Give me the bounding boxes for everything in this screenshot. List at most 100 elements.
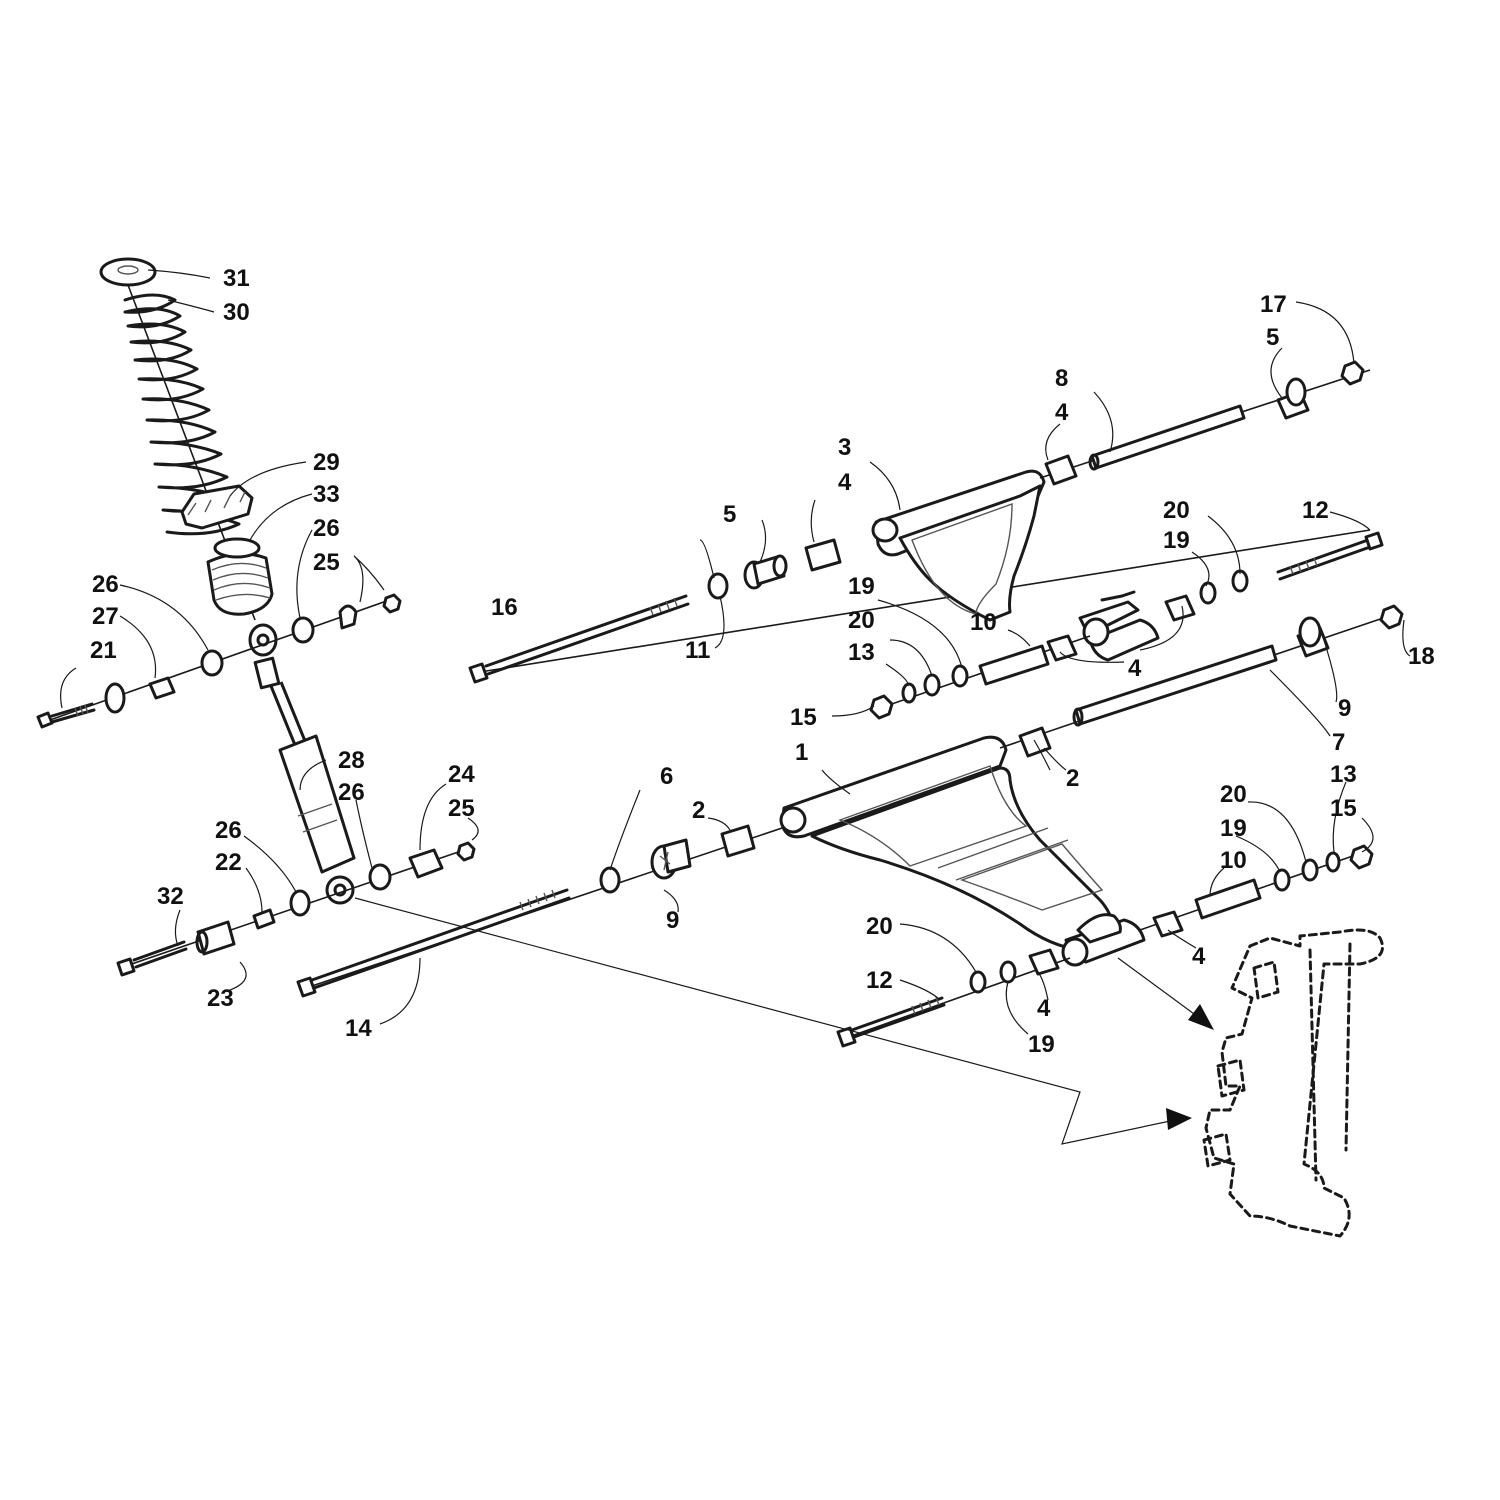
callout-26: 26 [338, 779, 365, 806]
washer-part-20-lower [1301, 858, 1319, 882]
upper-a-arm-part-3 [871, 469, 1160, 662]
callout-7: 7 [1332, 729, 1345, 756]
callout-23: 23 [207, 985, 234, 1012]
callout-9: 9 [666, 907, 679, 934]
callout-25: 25 [313, 549, 340, 576]
callout-labels: 31 30 29 33 26 25 26 27 21 16 11 5 4 3 4… [90, 265, 1435, 1058]
spring-cap-part-31 [99, 257, 157, 287]
washer-part-19-front [999, 960, 1017, 984]
callout-20: 20 [1163, 497, 1190, 524]
lower-a-arm-part-1 [779, 735, 1146, 967]
callout-20: 20 [1220, 781, 1247, 808]
nut-part-18 [1379, 604, 1404, 630]
callout-31: 31 [223, 265, 250, 292]
callout-14: 14 [345, 1015, 372, 1042]
long-bolt-part-16 [468, 594, 690, 684]
nut-part-15-lower [1349, 844, 1374, 870]
callout-32: 32 [157, 883, 184, 910]
callout-22: 22 [215, 849, 242, 876]
callout-17: 17 [1260, 291, 1287, 318]
callout-19: 19 [1163, 527, 1190, 554]
upper-a-arm-assembly [468, 360, 1384, 720]
callout-19: 19 [1220, 815, 1247, 842]
threaded-collar-part-33 [206, 537, 274, 616]
callout-15: 15 [790, 704, 817, 731]
washer-part-13-lower [1325, 851, 1341, 873]
sleeve-part-10-upper [978, 644, 1050, 686]
callout-4: 4 [1055, 399, 1069, 426]
bushing-part-4-rear [1152, 910, 1184, 938]
bushing-part-4-front [1028, 948, 1060, 976]
bushing-part-4 [804, 538, 842, 572]
flanged-bushing-part-5 [743, 554, 788, 590]
callout-19: 19 [1028, 1031, 1055, 1058]
sleeve-part-10-lower [1194, 878, 1262, 920]
shock-assembly [36, 257, 476, 977]
callout-33: 33 [313, 481, 340, 508]
spring-adjuster-part-29 [180, 484, 254, 530]
callout-19: 19 [848, 573, 875, 600]
upper-shock-hardware [36, 593, 402, 729]
callout-10: 10 [1220, 847, 1247, 874]
callout-6: 6 [660, 763, 673, 790]
callout-27: 27 [92, 603, 119, 630]
leader-lines [60, 269, 1411, 1035]
washer-part-19-upper [951, 664, 969, 688]
shock-absorber-part-28 [248, 623, 356, 905]
callout-18: 18 [1408, 643, 1435, 670]
callout-20: 20 [866, 913, 893, 940]
callout-26: 26 [92, 571, 119, 598]
callout-3: 3 [838, 434, 851, 461]
callout-2: 2 [692, 797, 705, 824]
flanged-bushing-part-5-top [1276, 377, 1310, 420]
rod-part-7 [1072, 644, 1278, 727]
flanged-bushing-part-9-front [650, 838, 692, 880]
callout-25: 25 [448, 795, 475, 822]
bushing-part-4-lower [1046, 634, 1078, 662]
lower-shock-hardware [116, 841, 476, 977]
washer-part-20-front [969, 970, 987, 994]
callout-5: 5 [1266, 324, 1279, 351]
callout-30: 30 [223, 299, 250, 326]
washer-part-6 [599, 866, 621, 894]
callout-29: 29 [313, 449, 340, 476]
rod-part-8 [1088, 404, 1246, 471]
callout-8: 8 [1055, 365, 1068, 392]
callout-4: 4 [838, 469, 852, 496]
callout-12: 12 [866, 967, 893, 994]
washer-part-20-upper [923, 673, 941, 697]
callout-2: 2 [1066, 765, 1079, 792]
washer-part-11 [707, 572, 729, 600]
callout-20: 20 [848, 607, 875, 634]
callout-4: 4 [1037, 995, 1051, 1022]
callout-21: 21 [90, 637, 117, 664]
callout-10: 10 [970, 609, 997, 636]
washer-part-13-upper [901, 682, 917, 704]
callout-15: 15 [1330, 795, 1357, 822]
callout-12: 12 [1302, 497, 1329, 524]
bolt-part-12-lower [836, 996, 946, 1048]
long-bolt-part-14 [296, 888, 571, 998]
callout-13: 13 [1330, 761, 1357, 788]
callout-1: 1 [795, 739, 808, 766]
callout-24: 24 [448, 761, 475, 788]
bushing-part-2-front [720, 824, 756, 858]
nut-part-15-upper [869, 694, 894, 720]
callout-26: 26 [313, 515, 340, 542]
callout-5: 5 [723, 501, 736, 528]
callout-4: 4 [1192, 943, 1206, 970]
callout-16: 16 [491, 594, 518, 621]
spindle-reference [1202, 928, 1384, 1238]
callout-9: 9 [1338, 695, 1351, 722]
callout-13: 13 [848, 639, 875, 666]
callout-4: 4 [1128, 655, 1142, 682]
callout-28: 28 [338, 747, 365, 774]
assembly-arrows [354, 897, 1214, 1145]
callout-26: 26 [215, 817, 242, 844]
lower-a-arm-assembly [296, 604, 1404, 1048]
callout-11: 11 [685, 637, 710, 664]
nut-part-17 [1340, 360, 1365, 386]
washer-part-19-lower [1273, 868, 1291, 892]
flanged-bushing-part-9-rear [1296, 616, 1330, 658]
